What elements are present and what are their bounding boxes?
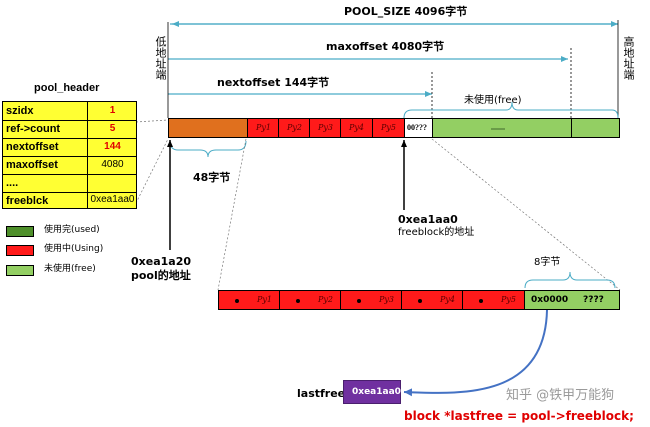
pool-header-table: szidx 1 ref->count 5 nextoffset 144 maxo…: [2, 101, 137, 209]
pool-address-value: 0xea1a20: [131, 255, 192, 268]
header-row-nextoffset: nextoffset 144: [3, 138, 136, 157]
maxoffset-label: maxoffset 4080字节: [326, 40, 445, 53]
pool-address-caption: pool的地址: [131, 269, 191, 282]
header-value: 0xea1aa0: [87, 192, 137, 208]
unknown-value: ????: [583, 295, 604, 305]
detail-block-py4: Py4: [401, 290, 463, 310]
free-brace: [403, 101, 619, 119]
block-size-label: 8字节: [534, 257, 561, 268]
legend-label-used: 使用完(used): [44, 225, 100, 235]
header-key: ....: [6, 177, 19, 189]
pool-block-py3: Py3: [309, 118, 341, 138]
pool-size-label: POOL_SIZE 4096字节: [344, 5, 468, 18]
header-row-ellipsis: ....: [3, 174, 136, 193]
watermark: 知乎 @铁甲万能狗: [506, 388, 615, 403]
lastfree-label: lastfree:: [297, 387, 350, 400]
nextoffset-label: nextoffset 144字节: [217, 76, 330, 89]
header-row-refcount: ref->count 5: [3, 120, 136, 139]
header-key: maxoffset: [6, 159, 58, 171]
low-address-label: 低地址端: [154, 36, 167, 80]
pool-header-block: [168, 118, 248, 138]
header-key: szidx: [6, 105, 34, 117]
pool-free-pointer: 00???: [404, 118, 433, 138]
legend-swatch-free: [6, 265, 34, 276]
detail-bar: Py1 Py2 Py3 Py4 Py5 0x0000 ????: [218, 290, 620, 310]
header-value: 5: [87, 120, 137, 138]
unused-label: 未使用(free): [464, 95, 522, 106]
lastfree-value: 0xea1aa0: [352, 387, 401, 397]
header-value: 1: [87, 102, 137, 120]
pool-header-title: pool_header: [34, 82, 100, 94]
legend-swatch-using: [6, 245, 34, 256]
freeblock-address-value: 0xea1aa0: [398, 213, 458, 226]
pool-bar: Py1 Py2 Py3 Py4 Py5 00???: [168, 118, 620, 138]
header-brace: [169, 140, 247, 158]
detail-block-py3: Py3: [340, 290, 402, 310]
pool-block-py5: Py5: [372, 118, 405, 138]
lastfree-curve: [403, 309, 548, 397]
detail-block-py1: Py1: [218, 290, 280, 310]
lastfree-code: block *lastfree = pool->freeblock;: [404, 409, 634, 423]
detail-block-py2: Py2: [279, 290, 341, 310]
header-key: freeblck: [6, 195, 49, 207]
header-size-label: 48字节: [193, 171, 231, 184]
header-key: nextoffset: [6, 141, 59, 153]
detail-block-py5: Py5: [462, 290, 525, 310]
high-address-label: 高地址端: [622, 36, 635, 80]
pool-free-area: [432, 118, 572, 138]
pool-block-py2: Py2: [278, 118, 310, 138]
pool-tail-area: [571, 118, 620, 138]
header-key: ref->count: [6, 123, 61, 135]
legend-swatch-used: [6, 226, 34, 237]
pool-block-py4: Py4: [340, 118, 373, 138]
detail-free-block: 0x0000 ????: [524, 290, 620, 310]
legend-label-using: 使用中(Using): [44, 244, 104, 254]
header-value: 144: [87, 138, 137, 156]
next-pointer-value: 0x0000: [531, 295, 569, 305]
legend-label-free: 未使用(free): [44, 264, 96, 274]
header-row-maxoffset: maxoffset 4080: [3, 156, 136, 175]
header-value: 4080: [87, 156, 137, 174]
block-brace: [524, 271, 616, 289]
pool-block-py1: Py1: [247, 118, 279, 138]
lastfree-box: 0xea1aa0: [343, 380, 401, 404]
header-row-szidx: szidx 1: [3, 102, 136, 121]
header-row-freeblock: freeblck 0xea1aa0: [3, 192, 136, 208]
header-value: [87, 174, 137, 192]
freeblock-address-caption: freeblock的地址: [398, 227, 475, 238]
